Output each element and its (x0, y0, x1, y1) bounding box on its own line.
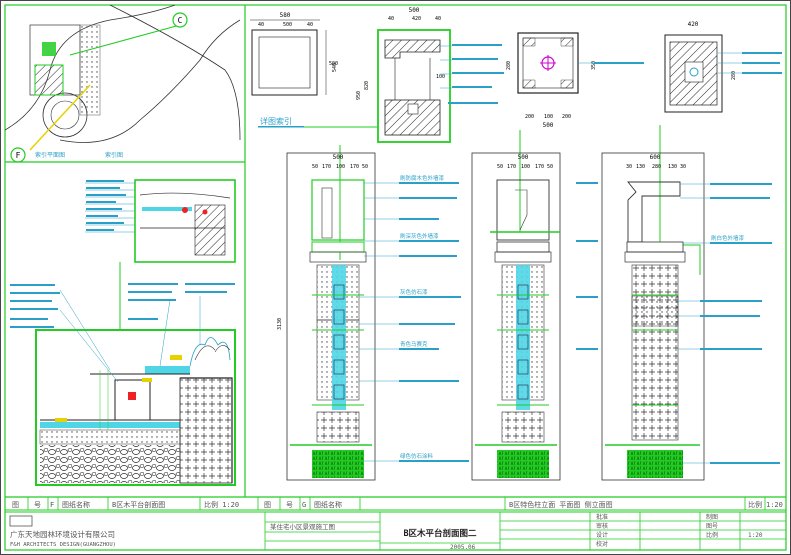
e3-dim-2: 280 (652, 164, 661, 170)
strip-c12: 比例 (748, 500, 762, 509)
d1-b: 500 (283, 22, 292, 28)
d3-h2: 280 (506, 61, 512, 70)
company-name-en: F&H ARCHITECTS DESIGN(GUANGZHOU) (10, 542, 116, 548)
e2-dim-2: 100 (521, 164, 530, 170)
d4-width: 420 (688, 21, 699, 28)
d1-a: 40 (258, 22, 264, 28)
strip-c8: 号 (286, 501, 293, 509)
d2-b: 420 (412, 16, 421, 22)
title-block: 广东天地园林环境设计有限公司 F&H ARCHITECTS DESIGN(GUA… (5, 511, 786, 551)
e1-dim-2: 100 (336, 164, 345, 170)
elevation-1: 500 50 170 100 170 50 3130 (277, 152, 469, 481)
d1-width: 580 (280, 12, 291, 19)
tb-approval: 批准 (596, 513, 608, 521)
d4-h1: 280 (731, 71, 737, 80)
note-e: 青色马赛克 (400, 340, 428, 348)
d2-a: 40 (388, 16, 394, 22)
e2-dim-4: 50 (547, 164, 553, 170)
e1-width: 500 (333, 154, 344, 161)
tb-review: 审核 (596, 522, 608, 530)
marker-c[interactable] (172, 12, 188, 28)
keyplan-caption-right: 索引图 (105, 151, 123, 159)
strip-c1: 图 (12, 501, 19, 509)
e1-height: 3130 (277, 318, 283, 330)
strip-c5: B区木平台剖面图 (112, 500, 165, 509)
keyplan-caption-left: 索引平面图 (35, 151, 65, 159)
e1-dim-4: 50 (362, 164, 368, 170)
d3-h1: 350 (591, 61, 597, 70)
elevation-2: 500 50 170 100 170 50 (471, 152, 598, 481)
sheet-border-inner (4, 4, 787, 551)
d1-h1: 500 (329, 61, 338, 67)
tb-check: 校对 (596, 540, 608, 548)
note-d: 灰色仿石漆 (400, 288, 428, 296)
e2-width: 500 (518, 154, 529, 161)
e3-dim-1: 130 (636, 164, 645, 170)
e2-dim-3: 170 (535, 164, 544, 170)
elevation-3: 600 30 130 280 130 30 (601, 152, 780, 481)
strip-c2: 号 (34, 501, 41, 509)
strip-c10: 图纸名称 (314, 500, 342, 509)
d3-c: 200 (562, 114, 571, 120)
strip-c9: G (302, 501, 306, 509)
strip-c7: 图 (264, 501, 271, 509)
e3-dim-0: 30 (626, 164, 632, 170)
d3-a: 200 (525, 114, 534, 120)
note-b: 刷深灰色外墙漆 (400, 232, 439, 240)
e2-dim-1: 170 (507, 164, 516, 170)
tb-scale-value: 1:20 (748, 532, 763, 539)
strip-c6: 比例 1:20 (204, 500, 239, 509)
d2-h3: 100 (436, 74, 445, 80)
note-c: 刷白色外墙漆 (711, 234, 745, 242)
key-plan: C F 索引平面图 索引图 (4, 4, 241, 163)
marker-c-label: C (178, 16, 183, 25)
tb-sheet-no: 图号 (706, 523, 718, 530)
d2-h2: 950 (356, 91, 362, 100)
detail-3-plan: 500 200 100 200 350 280 (506, 32, 644, 129)
marker-f-label: F (16, 151, 21, 160)
d2-width: 500 (409, 7, 420, 14)
detail-index-label-underline (258, 126, 304, 128)
detail-index-label: 详图索引 (260, 116, 292, 126)
title-strip: 图 号 F 图纸名称 B区木平台剖面图 比例 1:20 图 号 G 图纸名称 B… (5, 496, 786, 511)
detail-2-section: 500 40 420 40 820 950 100 (356, 7, 504, 143)
d3-b: 100 (544, 114, 553, 120)
d1-c: 40 (307, 22, 313, 28)
note-f: 绿色仿石涂料 (400, 452, 434, 460)
strip-c13: 1:20 (766, 501, 783, 509)
d2-h1: 820 (364, 81, 370, 90)
e3-dim-4: 30 (680, 164, 686, 170)
detail-4-plan: 420 280 (664, 21, 782, 113)
drawing-date: 2005.06 (450, 544, 476, 551)
note-a: 刷防腐木色外墙漆 (400, 174, 445, 182)
company-name-cn: 广东天地园林环境设计有限公司 (10, 529, 115, 539)
company-logo (9, 515, 33, 527)
tb-draw: 制图 (706, 513, 718, 521)
d1-h2: 540 (332, 63, 338, 72)
tb-scale: 比例 (706, 531, 718, 539)
e1-dim-1: 170 (322, 164, 331, 170)
e1-dim-0: 50 (312, 164, 318, 170)
detail-1-plan: 580 40 500 40 500 540 (250, 12, 338, 96)
drawing-title: B区木平台剖面图二 (403, 528, 477, 539)
e3-width: 600 (650, 154, 661, 161)
d2-c: 40 (435, 16, 441, 22)
e3-dim-3: 130 (668, 164, 677, 170)
project-name: 某住宅小区景观施工图 (270, 522, 335, 531)
strip-c3: F (50, 501, 54, 509)
deck-section (10, 283, 236, 486)
strip-c11: B区特色柱立面 平面图 侧立面图 (509, 500, 613, 509)
tb-design: 设计 (596, 531, 608, 539)
e1-dim-3: 170 (350, 164, 359, 170)
e2-dim-0: 50 (497, 164, 503, 170)
d3-width: 500 (543, 122, 554, 129)
small-detail (85, 179, 236, 330)
strip-c4: 图纸名称 (62, 500, 90, 509)
